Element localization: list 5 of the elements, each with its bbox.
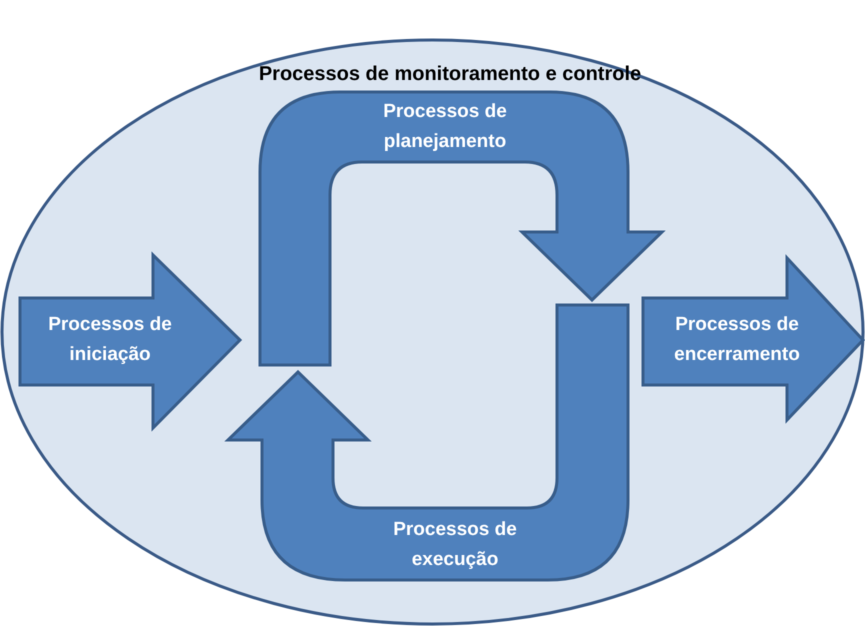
process-label: Processos de execução: [392, 518, 518, 572]
process-label: Processos de iniciação: [47, 313, 173, 367]
title-text: Processos de monitoramento e controle: [258, 62, 642, 86]
process-label: Processos de planejamento: [382, 100, 508, 154]
process-label: Processos de encerramento: [673, 313, 801, 367]
